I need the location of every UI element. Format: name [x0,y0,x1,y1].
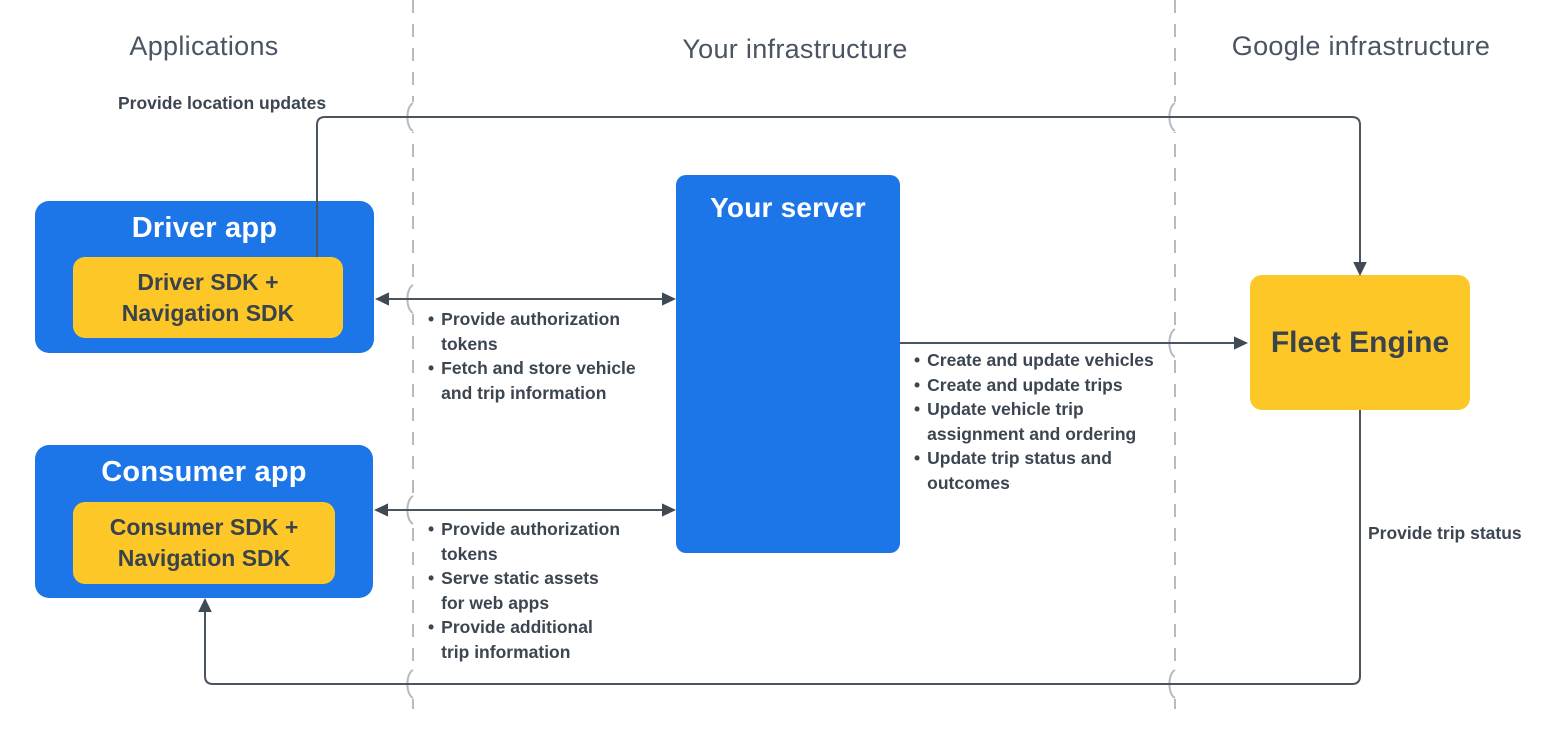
label-provide-location-updates: Provide location updates [118,93,327,113]
driver-sdk-box: Driver SDK + Navigation SDK [73,257,343,338]
bullet-icon: • [428,568,435,588]
consumer-sdk-label-line1: Consumer SDK + [109,514,299,540]
arrow-driver-server [375,292,676,306]
driver-sdk-label-line1: Driver SDK + [137,268,279,295]
list-item: •Create and update trips [914,373,1194,398]
consumer-app-title: Consumer app [101,456,307,488]
column-header-your-infrastructure: Your infrastructure [682,34,908,64]
column-header-google-infrastructure: Google infrastructure [1231,31,1491,61]
bullet-icon: • [914,399,921,419]
arrow-consumer-server [374,503,676,517]
your-server-box: Your server [676,175,900,553]
column-header-applications: Applications [129,31,279,61]
driver-app-box: Driver app Driver SDK + Navigation SDK [35,201,374,353]
bullet-icon: • [428,519,435,539]
driver-sdk-label-line2: Navigation SDK [121,299,295,326]
bullet-icon: • [428,358,435,378]
bullet-icon: • [914,374,921,395]
consumer-app-box: Consumer app Consumer SDK + Navigation S… [35,445,373,598]
your-server-title: Your server [710,192,866,223]
bullet-icon: • [914,448,921,468]
server-fleet-notes: •Create and update vehicles •Create and … [914,348,1194,495]
bullet-icon: • [428,617,435,637]
driver-app-title: Driver app [131,212,278,244]
bullet-icon: • [428,309,435,329]
bullet-icon: • [914,350,921,370]
consumer-sdk-box: Consumer SDK + Navigation SDK [73,502,335,584]
fleet-engine-box: Fleet Engine [1250,275,1470,410]
fleet-engine-title: Fleet Engine [1270,325,1450,359]
list-item: •Create and update vehicles [914,348,1194,373]
label-provide-trip-status: Provide trip status [1368,523,1522,543]
consumer-sdk-label-line2: Navigation SDK [117,545,291,571]
